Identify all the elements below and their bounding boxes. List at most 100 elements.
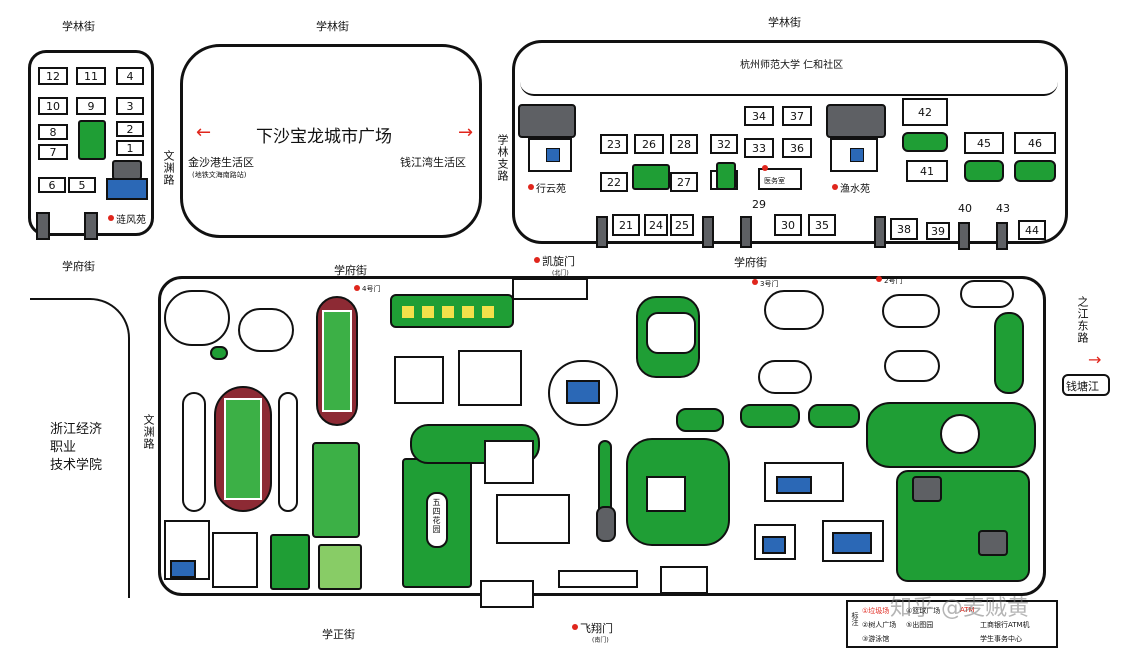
dorm-11[interactable]: 11 [76,67,106,85]
dorm-10[interactable]: 10 [38,97,68,115]
feixiang-marker [572,624,578,630]
small-hall[interactable] [596,506,616,542]
northeast-dorm-b[interactable] [960,280,1014,308]
dorm-35[interactable]: 35 [808,214,836,236]
gate4-marker [354,285,360,291]
street-xuezheng: 学正街 [322,628,355,641]
dorm-46[interactable]: 46 [1014,132,1056,154]
southeast-pavilion-b [978,530,1008,556]
dorm-44[interactable]: 44 [1018,220,1046,240]
legend-atm-label: ATM [960,606,975,614]
dorm-22[interactable]: 22 [600,172,628,192]
street-wenyuan-lower: 文渊路 [142,414,155,450]
dorm-1[interactable]: 1 [116,140,144,156]
gym-dome-left[interactable] [164,290,230,346]
plaza-arrow-left: ← [196,122,212,143]
teaching-building-d[interactable] [496,494,570,544]
dorm-36[interactable]: 36 [782,138,812,158]
dorm-28[interactable]: 28 [670,134,698,154]
clinic-building[interactable] [758,168,802,190]
dorm-34[interactable]: 34 [744,106,774,126]
dorm-8[interactable]: 8 [38,124,68,140]
legend-item-5: ⑤出图园 [906,621,934,629]
gate2-marker [876,276,882,282]
dorm-complex-east-a[interactable] [764,290,824,330]
dorm-30[interactable]: 30 [774,214,802,236]
dorm-complex-east-b[interactable] [758,360,812,394]
xingyun-marker [528,184,534,190]
street-xuelinzhi: 学林支路 [496,134,509,182]
sports-hall-annex[interactable] [212,532,258,588]
flower-garden-label: 五四花园 [432,498,441,534]
college-line-2: 职业 [50,440,77,455]
basketball-courts[interactable] [270,534,310,590]
tennis-courts[interactable] [318,544,362,590]
dorm-33[interactable]: 33 [744,138,774,158]
shengshui-building[interactable] [830,138,878,172]
legend-key: 标注 [851,612,859,626]
dorm-43-label: 43 [996,202,1010,215]
baolong-plaza[interactable] [180,44,482,238]
dorm-6[interactable]: 6 [38,177,66,193]
dorm-38[interactable]: 38 [890,218,918,240]
gate3-marker [752,279,758,285]
south-building-a[interactable] [480,580,534,608]
dorm-2[interactable]: 2 [116,121,144,137]
dorm-45-lawn-left [902,132,948,152]
xingyun-roof [518,104,576,138]
kefeng-building[interactable] [106,178,148,200]
dorm-41-lawn-right [1014,160,1056,182]
dorm-23[interactable]: 23 [600,134,628,154]
stadium-stand-right [278,392,298,512]
dorm-42[interactable]: 42 [902,98,948,126]
xingyun-building[interactable] [528,138,572,172]
dorm-4[interactable]: 4 [116,67,144,85]
plaza-arrow-right: → [458,122,474,143]
dorm-29-label: 29 [752,198,766,211]
dorm-25[interactable]: 25 [670,214,694,236]
dorm-45[interactable]: 45 [964,132,1004,154]
dorm-37[interactable]: 37 [782,106,812,126]
gate2-label: 2号门 [884,277,903,285]
dorm-9[interactable]: 9 [76,97,106,115]
flower-garden-lawn[interactable] [402,458,472,588]
legend-item-2: ②树人广场 [862,621,897,629]
south-building-b[interactable] [660,566,708,594]
dorm-3[interactable]: 3 [116,97,144,115]
feixiang-gate[interactable] [558,570,638,588]
qiantang-box[interactable] [1062,374,1110,396]
teaching-building-b[interactable] [458,350,522,406]
street-xuelin-left: 学林街 [62,20,95,33]
dorm-27[interactable]: 27 [670,172,698,192]
plaza-left-sub: (地铁文海南路站) [192,171,247,179]
kaixuan-gate[interactable] [512,278,588,300]
legend-item-3: ③游泳馆 [862,635,890,643]
qiantang-label: 钱塘江 [1066,380,1099,393]
stadium-stand-left [182,392,206,512]
street-wenyuan-upper: 文渊路 [162,150,175,186]
southeast-pavilion-a [912,476,942,502]
dorm-39[interactable]: 39 [926,222,950,240]
college-line-1: 浙江经济 [50,422,103,437]
dorm-32[interactable]: 32 [710,134,738,154]
dorm-41[interactable]: 41 [906,160,948,182]
admin-building-b-glass [762,536,786,554]
dorm-7[interactable]: 7 [38,144,68,160]
northeast-dorm-c[interactable] [884,350,940,382]
gym-dome-right[interactable] [238,308,294,352]
watermark: 知乎 @麦贼黄 [890,596,1029,621]
left-gate-tower-b [84,212,98,240]
east-building-a[interactable] [646,476,686,512]
east-edge-lawn [994,312,1024,394]
dorm-26[interactable]: 26 [634,134,664,154]
teaching-building-c[interactable] [484,440,534,484]
dorm-24[interactable]: 24 [644,214,668,236]
first-field-pitch [224,398,262,500]
dorm-12[interactable]: 12 [38,67,68,85]
dorm-5[interactable]: 5 [68,177,96,193]
swimming-hall[interactable] [646,312,696,354]
dorm-21[interactable]: 21 [612,214,640,236]
teaching-building-a[interactable] [394,356,444,404]
northeast-dorm-a[interactable] [882,294,940,328]
community-inner-wall [520,82,1058,96]
